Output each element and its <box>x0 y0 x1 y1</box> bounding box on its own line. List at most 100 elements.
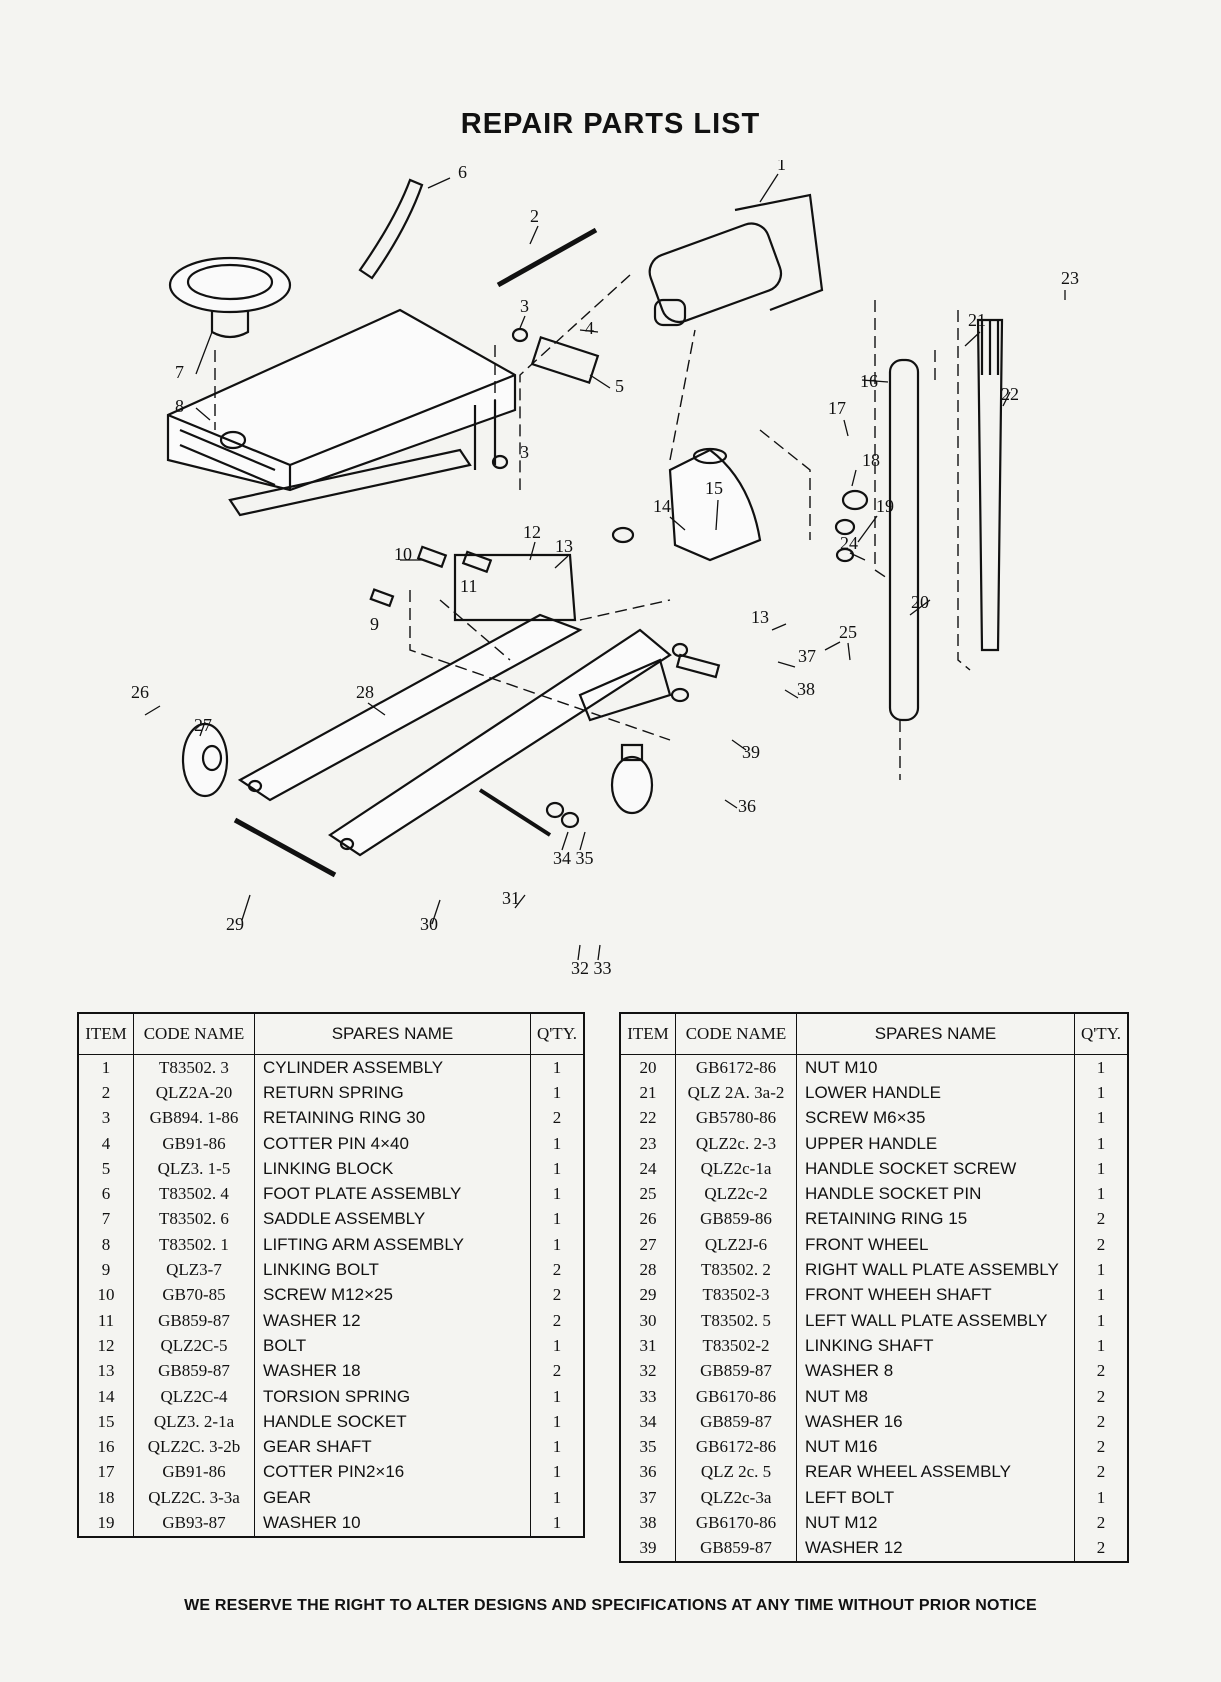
code-header: CODE NAME <box>133 1013 255 1055</box>
name-cell: FRONT WHEEL <box>796 1232 1075 1258</box>
callout: 23 <box>1061 268 1079 288</box>
linking-block-part <box>530 336 600 384</box>
name-cell: LIFTING ARM ASSEMBLY <box>254 1232 531 1258</box>
linking-shaft-part <box>478 788 552 837</box>
cylinder-part <box>648 193 824 327</box>
qty-cell: 1 <box>1096 1158 1106 1178</box>
item-cell: 39 <box>620 1535 676 1562</box>
front-wheel-shaft-part <box>233 817 337 878</box>
front-wheel-part <box>181 722 229 798</box>
name-cell: RETAINING RING 30 <box>254 1105 531 1131</box>
exploded-jack-diagram: 1 2 3 3 4 5 6 7 8 9 10 11 12 13 13 14 15… <box>131 160 1079 978</box>
code-cell: QLZ2c-3a <box>675 1485 797 1511</box>
saddle-part <box>168 256 292 314</box>
code-cell: QLZ2A-20 <box>133 1080 255 1106</box>
name-cell: SCREW M12×25 <box>254 1282 531 1308</box>
item-cell: 20 <box>620 1054 676 1081</box>
name-cell: LEFT WALL PLATE ASSEMBLY <box>796 1307 1075 1334</box>
callout: 10 <box>394 544 412 564</box>
code-header: CODE NAME <box>675 1013 797 1055</box>
item-cell: 33 <box>620 1383 676 1410</box>
item-cell: 37 <box>620 1485 676 1511</box>
item-header: ITEM <box>620 1013 676 1055</box>
callout: 5 <box>615 376 624 396</box>
callout: 3 <box>520 442 529 462</box>
item-cell: 8 <box>78 1232 134 1258</box>
callout: 21 <box>968 310 986 330</box>
name-cell: NUT M10 <box>796 1054 1075 1081</box>
name-cell: CYLINDER ASSEMBLY <box>254 1054 531 1081</box>
callout: 17 <box>828 398 846 418</box>
item-cell: 7 <box>78 1206 134 1233</box>
qty-cell: 1 <box>1096 1108 1106 1128</box>
code-cell: QLZ2c. 2-3 <box>675 1130 797 1157</box>
code-cell: T83502. 3 <box>133 1054 255 1081</box>
item-cell: 28 <box>620 1257 676 1283</box>
foot-plate-part <box>358 178 424 280</box>
name-cell: SCREW M6×35 <box>796 1105 1075 1131</box>
qty-cell: 1 <box>552 1335 562 1355</box>
item-cell: 10 <box>78 1282 134 1308</box>
code-cell: QLZ2C-4 <box>133 1383 255 1410</box>
item-cell: 17 <box>78 1459 134 1486</box>
page-title: REPAIR PARTS LIST <box>460 108 761 140</box>
return-spring-part <box>496 227 598 288</box>
item-cell: 25 <box>620 1181 676 1207</box>
callout: 32 33 <box>571 958 612 978</box>
name-cell: HANDLE SOCKET SCREW <box>796 1156 1075 1182</box>
qty-cell: 2 <box>1096 1386 1106 1406</box>
name-cell: WASHER 10 <box>254 1510 531 1537</box>
qty-cell: 1 <box>1096 1335 1106 1355</box>
item-cell: 27 <box>620 1232 676 1258</box>
callout: 29 <box>226 914 244 934</box>
qty-cell: 1 <box>1096 1057 1106 1077</box>
callout: 25 <box>839 622 857 642</box>
callout: 11 <box>460 576 477 596</box>
item-cell: 31 <box>620 1333 676 1359</box>
item-cell: 26 <box>620 1206 676 1233</box>
name-cell: RETAINING RING 15 <box>796 1206 1075 1233</box>
code-cell: GB91-86 <box>133 1459 255 1486</box>
code-cell: GB91-86 <box>133 1130 255 1157</box>
callout: 12 <box>523 522 541 542</box>
code-cell: GB6170-86 <box>675 1510 797 1536</box>
qty-cell: 1 <box>552 1133 562 1153</box>
qty-cell: 1 <box>552 1386 562 1406</box>
code-cell: GB6172-86 <box>675 1054 797 1081</box>
item-cell: 18 <box>78 1485 134 1511</box>
lower-handle-part <box>888 358 920 722</box>
callout: 39 <box>742 742 760 762</box>
callout: 1 <box>777 160 786 174</box>
name-cell: LINKING SHAFT <box>796 1333 1075 1359</box>
code-cell: QLZ3. 2-1a <box>133 1409 255 1435</box>
name-cell: SADDLE ASSEMBLY <box>254 1206 531 1233</box>
code-cell: QLZ2c-2 <box>675 1181 797 1207</box>
code-cell: QLZ 2A. 3a-2 <box>675 1080 797 1106</box>
code-cell: GB859-87 <box>133 1358 255 1384</box>
item-cell: 4 <box>78 1130 134 1157</box>
callout: 38 <box>797 679 815 699</box>
callout-labels: 1 2 3 3 4 5 6 7 8 9 10 11 12 13 13 14 15… <box>131 160 1079 978</box>
name-cell: UPPER HANDLE <box>796 1130 1075 1157</box>
table-header-row: ITEM CODE NAME SPARES NAME Q'TY. <box>620 1013 1128 1055</box>
name-cell: WASHER 8 <box>796 1358 1075 1384</box>
qty-cell: 1 <box>552 1184 562 1204</box>
qty-cell: 1 <box>1096 1285 1106 1305</box>
name-cell: COTTER PIN 4×40 <box>254 1130 531 1157</box>
